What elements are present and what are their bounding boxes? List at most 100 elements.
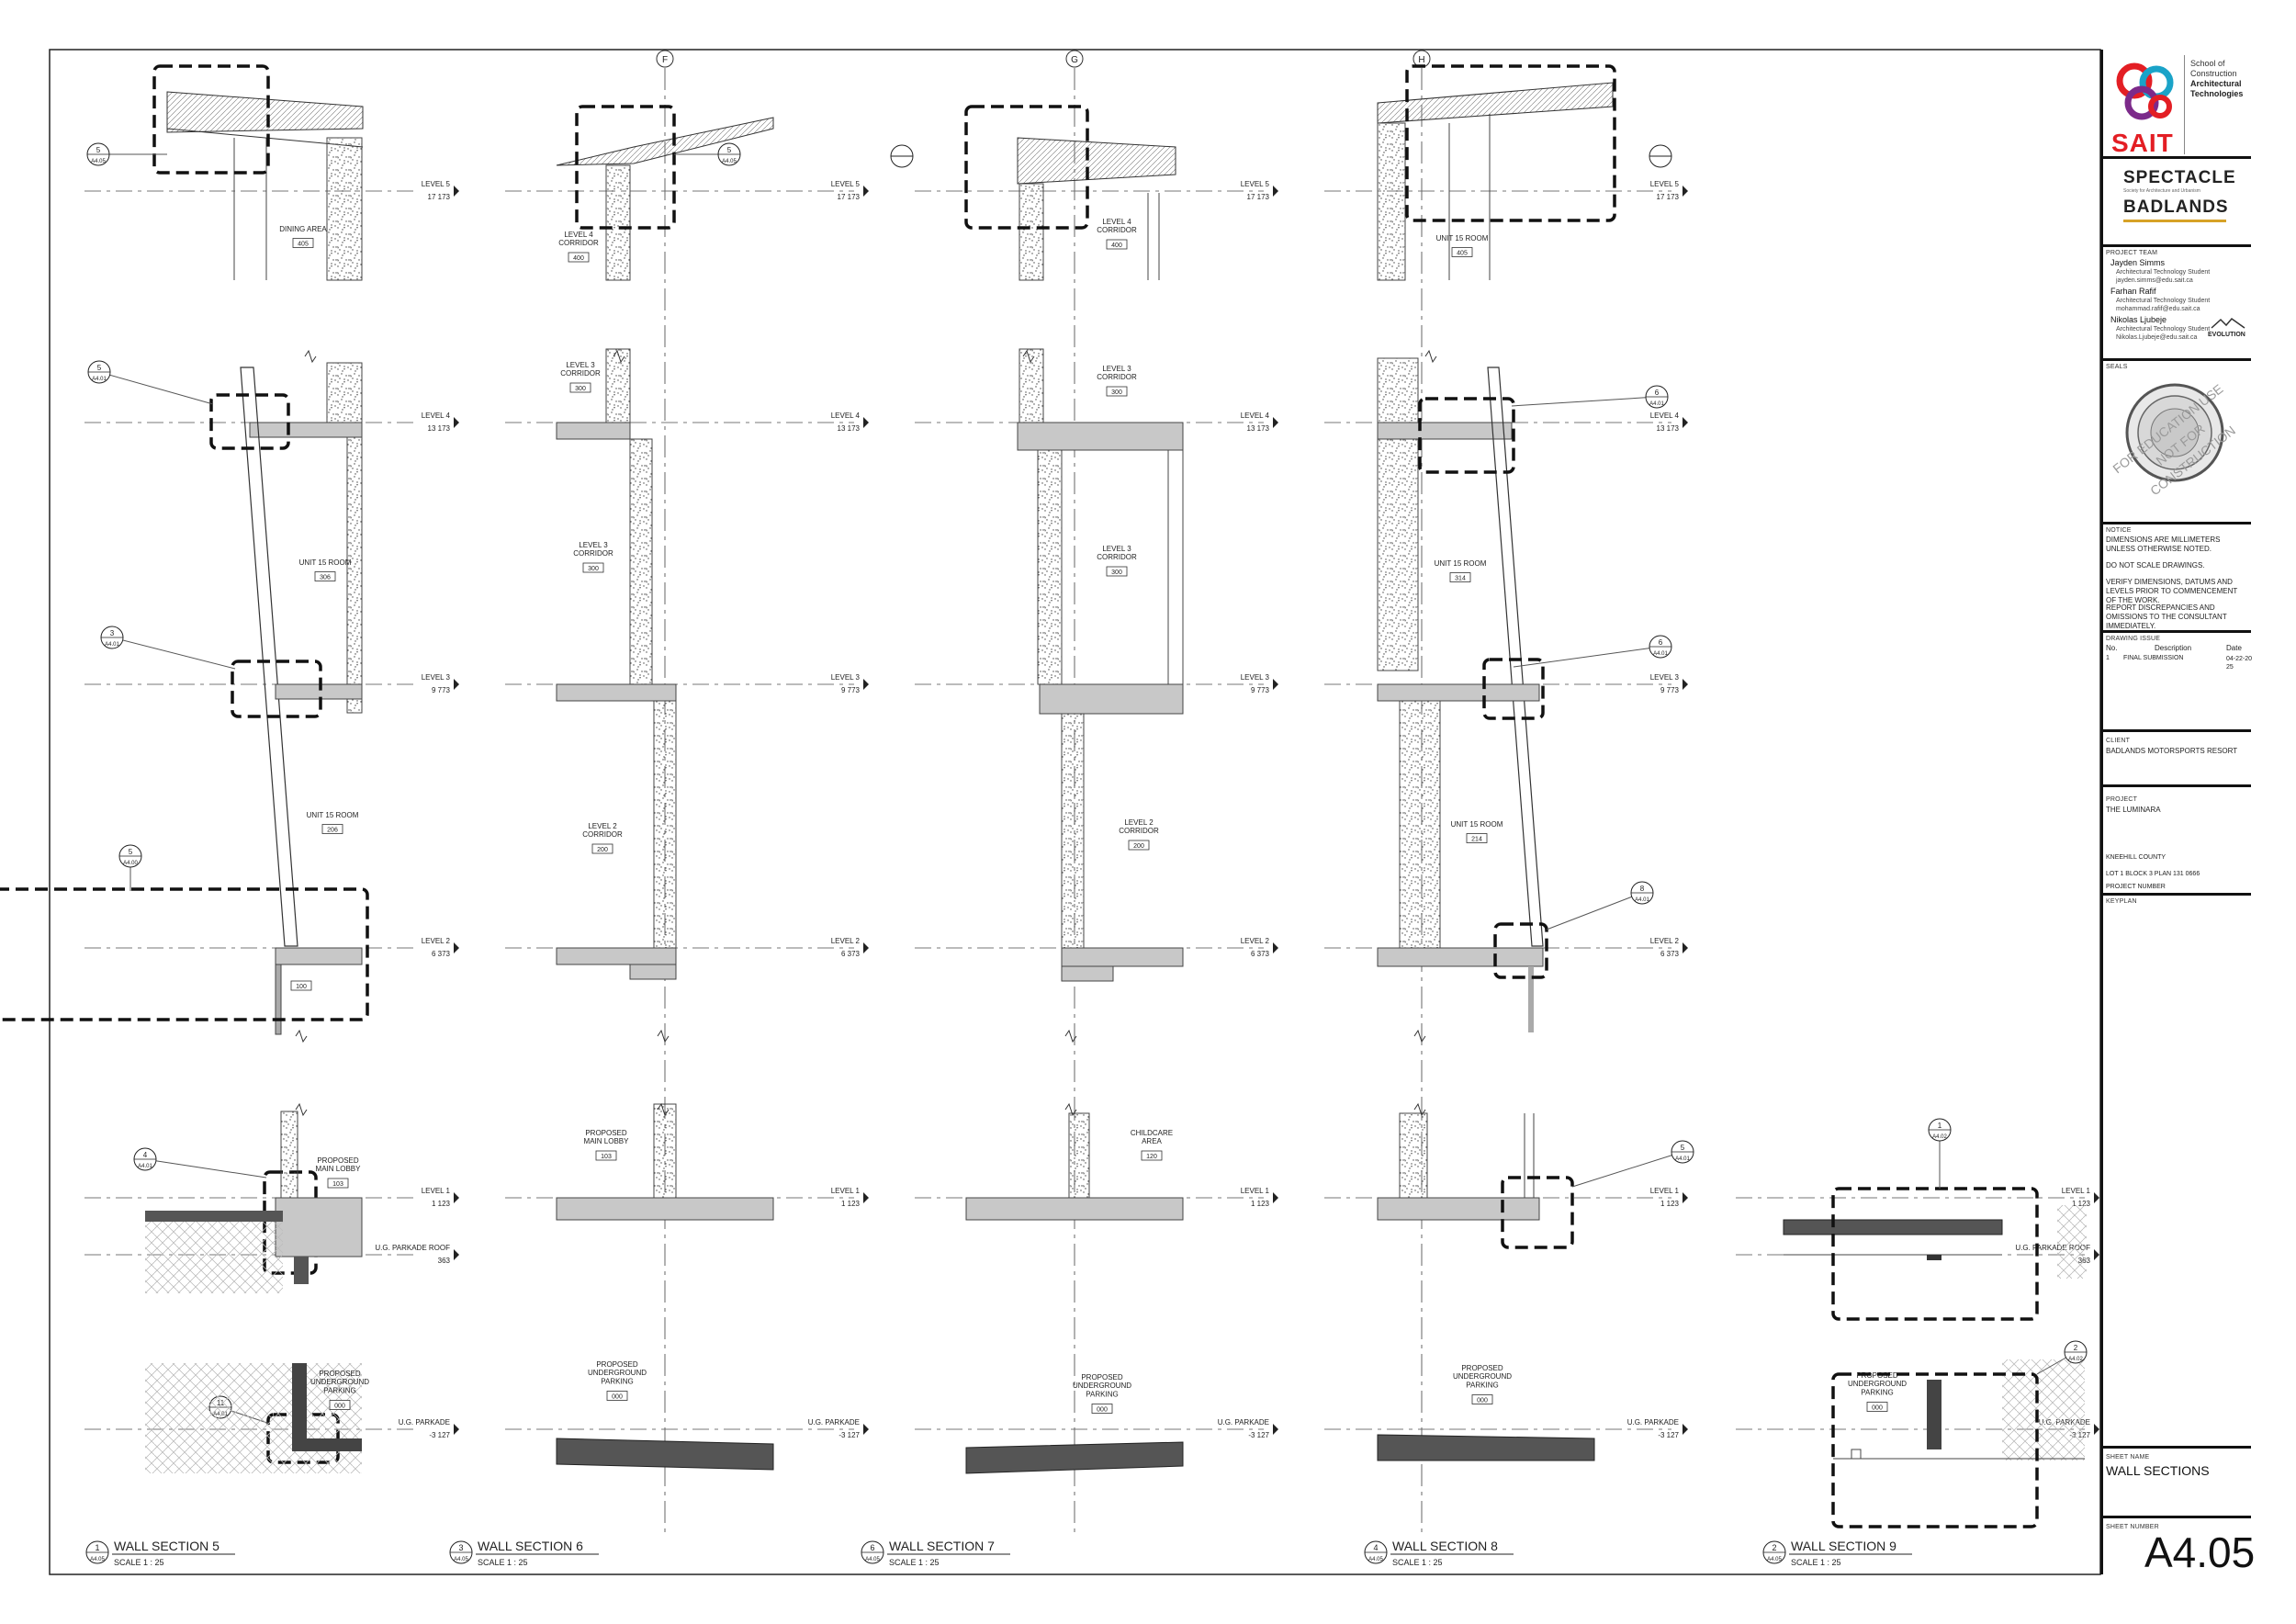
level-elevation: 9 773 [1251,686,1270,694]
callout-sheet-ref: A4.05 [722,159,737,164]
level-name: LEVEL 5 [422,180,451,188]
level-name: LEVEL 4 [422,412,451,420]
level-name: LEVEL 5 [1241,180,1270,188]
section-sheet-ref: A4.05 [90,1557,105,1562]
evolution-logo-icon [2211,317,2245,329]
level-elevation: 9 773 [432,686,451,694]
break-line-icon [1424,349,1437,364]
level-name: LEVEL 2 [1650,937,1680,945]
level-marker-icon [863,1424,869,1435]
room-number: 000 [334,1404,345,1410]
level-name: LEVEL 1 [422,1187,451,1195]
callout-sheet-ref: A4.01 [138,1164,152,1169]
callout-number: 5 [129,848,133,856]
level-marker-icon [1273,186,1278,197]
client-section: CLIENT BADLANDS MOTORSPORTS RESORT [2103,729,2251,785]
room-tag [292,238,314,248]
break-line-icon [613,349,625,364]
level-elevation: 6 373 [1660,950,1680,958]
floor-slab [275,1197,363,1257]
section-sheet-ref: A4.05 [1767,1557,1782,1562]
callout-leader [1546,892,1643,930]
level-marker-icon [454,1249,459,1260]
room-tag [1106,386,1128,397]
section-number: 1 [95,1543,99,1552]
level-name: LEVEL 1 [831,1187,861,1195]
level-marker-icon [2094,1249,2099,1260]
level-name: LEVEL 3 [422,673,451,682]
level-name: U.G. PARKADE [1627,1418,1679,1427]
room-tag [606,1391,628,1401]
callout-sheet-ref: A4.05 [91,159,106,164]
level-elevation: 13 173 [838,424,861,433]
level-name: LEVEL 1 [2062,1187,2091,1195]
level-marker-icon [1273,942,1278,953]
room-number: 103 [332,1181,343,1188]
level-elevation: 9 773 [1660,686,1680,694]
logo-section: SPECTACLE Society for Architecture and U… [2103,156,2251,232]
level-elevation: 363 [438,1257,451,1265]
level-marker-icon [863,1192,869,1203]
floor-slab [1377,1197,1540,1221]
callout-sheet-ref: A4.00 [123,861,138,866]
level-name: U.G. PARKADE ROOF [2015,1244,2090,1252]
room-name: UNIT 15 ROOM [299,558,352,567]
section-title: WALL SECTION 6 [478,1539,583,1553]
level-elevation: 13 173 [1247,424,1270,433]
level-name: U.G. PARKADE [808,1418,860,1427]
break-line-icon [1022,349,1035,364]
section-scale: SCALE 1 : 25 [1392,1558,1443,1567]
roof-assembly [1377,82,1614,124]
level-elevation: 13 173 [1657,424,1680,433]
room-tag [1451,247,1473,257]
school-name: School of Construction Architectural Tec… [2190,59,2244,98]
level-elevation: 6 373 [432,950,451,958]
level-elevation: 17 173 [428,193,451,201]
level-elevation: 6 373 [1251,950,1270,958]
level-name: LEVEL 4 [831,412,861,420]
room-tag [329,1400,351,1410]
floor-slab [556,947,677,965]
parkade-slab [556,1438,774,1471]
level-marker-icon [454,186,459,197]
detail-callout-box [231,660,322,718]
section-title: WALL SECTION 8 [1392,1539,1498,1553]
callout-sheet-ref: A4.01 [1649,401,1664,407]
level-elevation: -3 127 [429,1431,450,1439]
level-marker-icon [863,186,869,197]
room-tag [1866,1402,1888,1412]
callout-number: 6 [1655,389,1660,397]
section-title: WALL SECTION 5 [114,1539,219,1553]
room-number: 300 [588,566,599,572]
callout-number: 8 [1640,885,1645,893]
sait-logo-icon [2116,62,2174,120]
room-number: 300 [1111,570,1122,576]
callout-leader [1511,396,1658,407]
parkade-slab [965,1441,1184,1474]
slab-section [1783,1219,2003,1235]
room-tag [582,562,604,573]
floor-slab [1377,422,1513,440]
callout-sheet-ref: A4.01 [1675,1156,1690,1162]
floor-slab [275,683,363,700]
room-tag [1128,840,1150,851]
room-number: 214 [1471,837,1482,843]
room-name: UNIT 15 ROOM [1451,820,1503,829]
level-marker-icon [1683,1192,1688,1203]
concrete-wall [1399,700,1441,949]
level-name: LEVEL 2 [1241,937,1270,945]
detail-callout-box [575,105,676,230]
concrete-wall [605,164,631,281]
room-tag [1091,1404,1113,1414]
room-number: 000 [612,1394,623,1401]
level-name: LEVEL 4 [1241,412,1270,420]
detail-callout-box [1493,922,1548,979]
callout-leader [98,371,214,405]
project-section: PROJECT THE LUMINARA KNEEHILL COUNTY LOT… [2103,784,2251,894]
room-number: 400 [573,255,584,262]
floor-slab [1377,947,1544,967]
